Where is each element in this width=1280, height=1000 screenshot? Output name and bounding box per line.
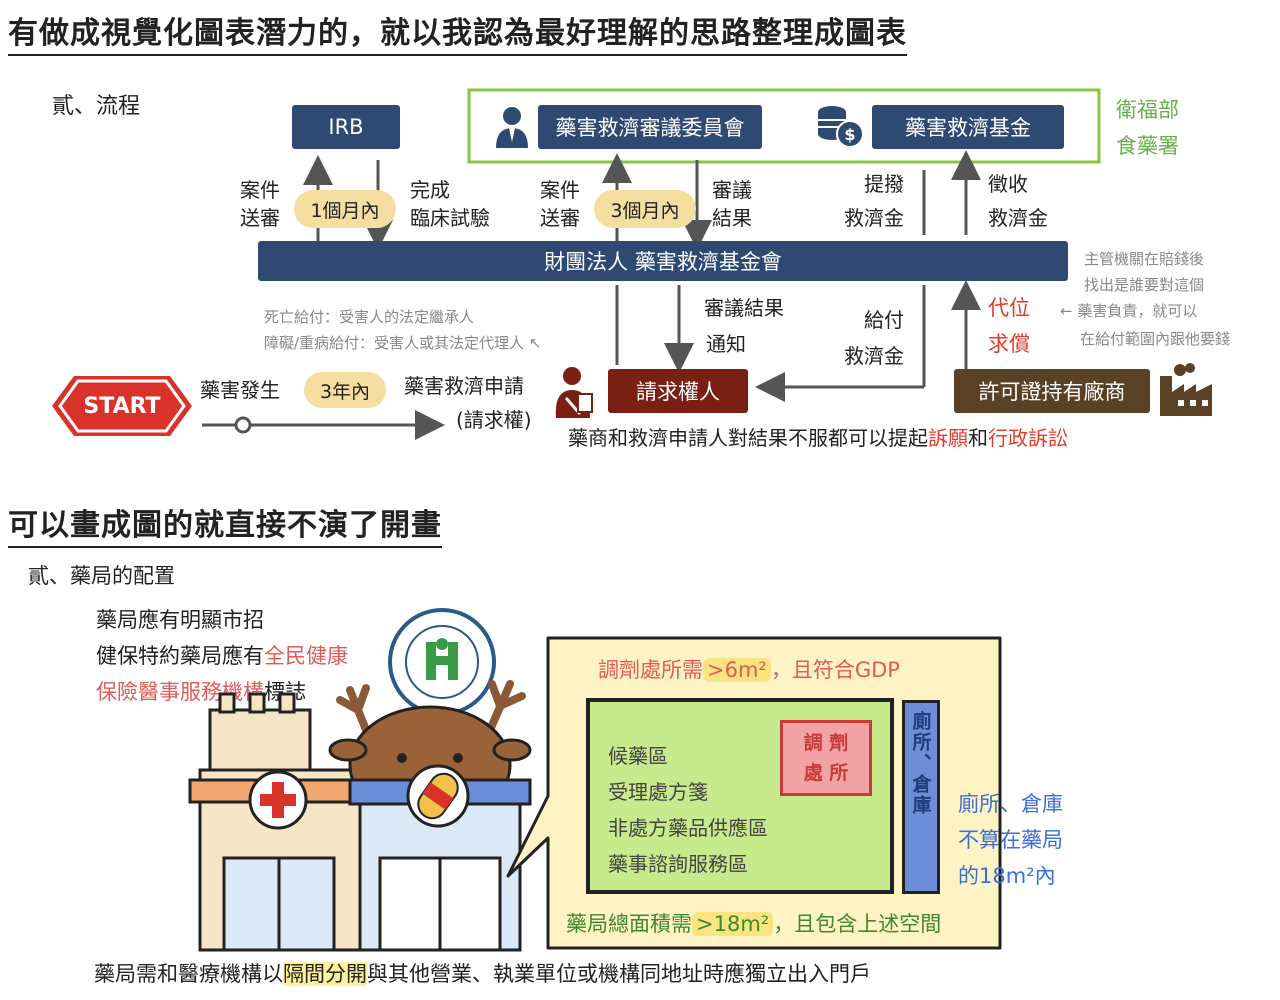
- collect-b: 救濟金: [988, 206, 1048, 230]
- case-submit-2b: 送審: [540, 206, 580, 230]
- section2-heading: 可以畫成圖的就直接不演了開畫: [8, 500, 442, 548]
- section1-subheading: 貳、流程: [52, 94, 141, 119]
- toilet-note-1: 廁所、倉庫: [958, 792, 1063, 816]
- finish-b: 臨床試驗: [410, 206, 490, 230]
- subrogation-b: 求償: [988, 332, 1030, 356]
- collect-a: 徵收: [988, 172, 1028, 196]
- ministry-label-2: 食藥署: [1116, 134, 1179, 158]
- sign-line-2b: 全民健康: [264, 644, 348, 668]
- disability-benefit-note: 障礙/重病給付：受害人或其法定代理人 ↖: [264, 334, 542, 352]
- start-octagon: [52, 376, 192, 436]
- sign-line-2a: 健保特約藥局應有: [96, 644, 264, 668]
- right-building-icon: [348, 764, 532, 952]
- allot-a: 提撥: [864, 172, 904, 196]
- coins-icon: $: [814, 102, 864, 150]
- licensee-box: 許可證持有廠商: [954, 369, 1150, 413]
- review-a: 審議: [712, 178, 752, 202]
- case-submit-1b: 送審: [240, 206, 280, 230]
- claimant-box: 請求權人: [608, 369, 748, 413]
- case-submit-1a: 案件: [240, 178, 280, 202]
- irb-box: IRB: [292, 105, 400, 149]
- bottom-rule: 藥局需和醫療機構以隔間分開與其他營業、執業單位或機構同地址時應獨立出入門戶: [94, 960, 871, 988]
- foundation-bar: 財團法人 藥害救濟基金會: [258, 241, 1068, 281]
- death-benefit-note: 死亡給付：受害人的法定繼承人: [264, 308, 475, 326]
- dispensing-area-label-2: 處 所: [803, 762, 849, 784]
- ministry-label-1: 衛福部: [1116, 98, 1179, 122]
- appeal-line: 藥商和救濟申請人對結果不服都可以提起訴願和行政訴訟: [568, 424, 1068, 452]
- pharmacy-illustration: [188, 608, 532, 952]
- toilet-note-2: 不算在藥局: [958, 828, 1063, 852]
- flow-connectors: [52, 88, 1101, 440]
- area-prescription: 受理處方箋: [608, 780, 708, 804]
- person-icon: [492, 104, 532, 148]
- subrogation-a: 代位: [988, 296, 1030, 320]
- appeal-mid: 和: [968, 426, 988, 450]
- toilet-note-3: 的18m²內: [958, 864, 1056, 888]
- bottom-c: 與其他營業、執業單位或機構同地址時應獨立出入門戶: [367, 962, 871, 986]
- notify-a: 審議結果: [704, 296, 784, 320]
- pay-a: 給付: [864, 308, 904, 332]
- sign-line-3a: 保險醫事服務機構: [96, 680, 264, 704]
- committee-box: 藥害救濟審議委員會: [538, 105, 762, 149]
- pay-b: 救濟金: [844, 344, 904, 368]
- factory-icon: [1158, 362, 1214, 418]
- finish-a: 完成: [410, 178, 450, 202]
- total-b: >18m²: [692, 912, 774, 936]
- appeal-litigation: 行政訴訟: [988, 426, 1068, 450]
- claimant-person-icon: [552, 364, 598, 418]
- bottom-b: 隔間分開: [283, 962, 367, 986]
- note-right-1: 主管機關在賠錢後: [1084, 250, 1205, 268]
- appeal-pre: 藥商和救濟申請人對結果不服都可以提起: [568, 426, 928, 450]
- timeline-dot: [234, 416, 252, 434]
- apply-b: (請求權): [456, 408, 532, 432]
- total-area-requirement: 藥局總面積需>18m²，且包含上述空間: [566, 910, 941, 938]
- three-month-pill: 3個月內: [594, 190, 696, 228]
- bottom-a: 藥局需和醫療機構以: [94, 962, 283, 986]
- note-right-4: 在給付範圍內跟他要錢: [1080, 330, 1231, 348]
- total-c: ，且包含上述空間: [773, 912, 942, 936]
- area-waiting: 候藥區: [608, 744, 668, 768]
- ministry-frame: [467, 88, 1101, 164]
- one-month-pill: 1個月內: [294, 190, 396, 228]
- disp-req-c: ，且符合GDP: [770, 658, 900, 682]
- note-right-2: 找出是誰要對這個: [1084, 276, 1205, 294]
- svg-text:$: $: [844, 125, 855, 144]
- toilet-storage-strip: 廁所、倉庫: [902, 700, 940, 894]
- dispensing-area-label-1: 調 劑: [803, 732, 849, 754]
- disp-req-b: >6m²: [703, 658, 771, 682]
- harm-occur-label: 藥害發生: [200, 378, 280, 402]
- apply-a: 藥害救濟申請: [404, 374, 524, 398]
- three-years-pill: 3年內: [304, 372, 386, 408]
- note-right-3: ← 藥害負責，就可以: [1060, 302, 1198, 320]
- nhi-logo-icon: [388, 608, 496, 716]
- review-b: 結果: [712, 206, 752, 230]
- fund-box: 藥害救濟基金: [872, 105, 1064, 149]
- dispensing-area-box: 調 劑 處 所: [780, 720, 872, 796]
- disp-requirement: 調劑處所需>6m²，且符合GDP: [598, 656, 900, 684]
- start-label: START: [83, 393, 161, 419]
- allot-b: 救濟金: [844, 206, 904, 230]
- area-otc: 非處方藥品供應區: [608, 816, 768, 840]
- sign-line-2: 健保特約藥局應有全民健康: [96, 642, 348, 670]
- area-consult: 藥事諮詢服務區: [608, 852, 748, 876]
- sign-line-1: 藥局應有明顯市招: [96, 608, 264, 632]
- toilet-storage-vertical-label: 廁所、倉庫: [909, 711, 932, 816]
- section2-subheading: 貳、藥局的配置: [28, 564, 175, 588]
- appeal-petition: 訴願: [928, 426, 968, 450]
- notify-b: 通知: [706, 332, 746, 356]
- total-a: 藥局總面積需: [566, 912, 692, 936]
- disp-req-a: 調劑處所需: [598, 658, 703, 682]
- case-submit-2a: 案件: [540, 178, 580, 202]
- section1-heading: 有做成視覺化圖表潛力的，就以我認為最好理解的思路整理成圖表: [8, 8, 907, 56]
